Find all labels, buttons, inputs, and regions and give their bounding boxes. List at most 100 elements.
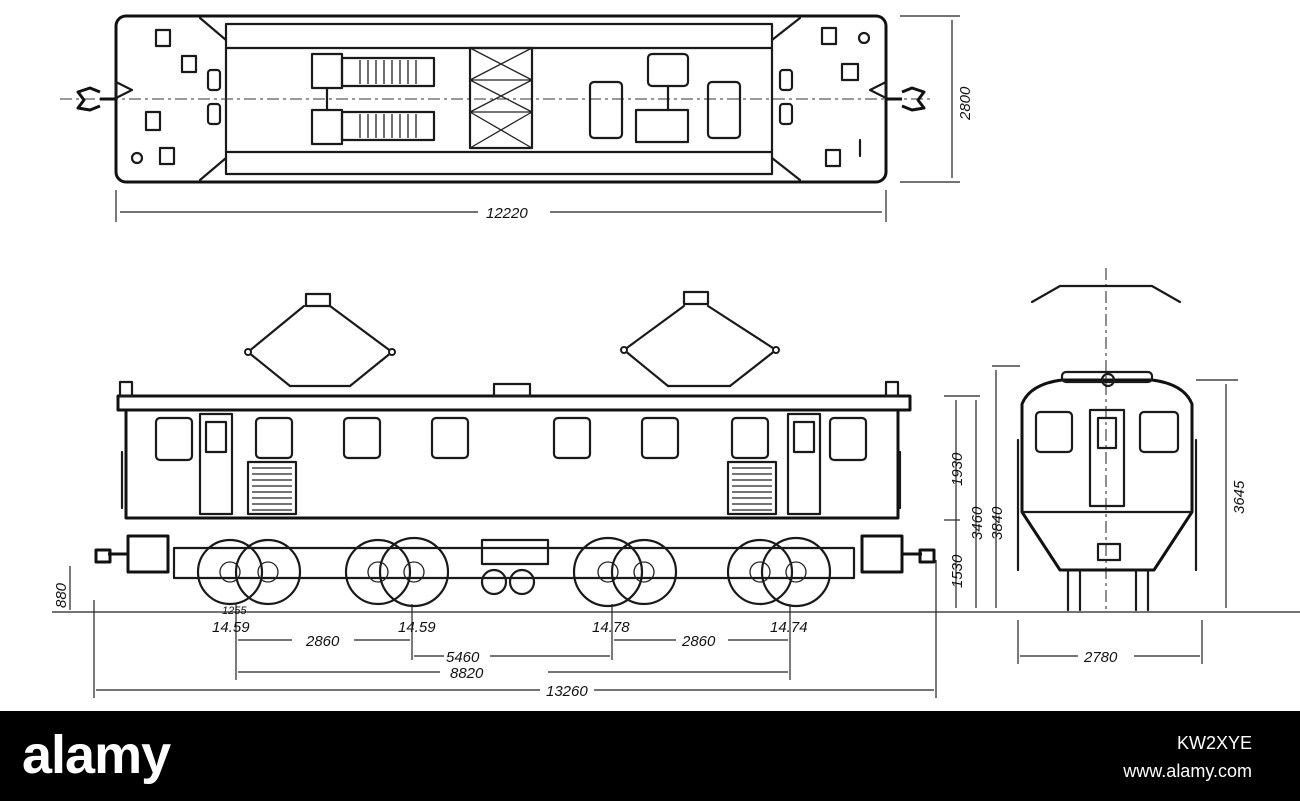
window xyxy=(552,416,592,460)
motor-ribs xyxy=(359,60,417,84)
dim-coupler-height: 880 xyxy=(53,582,70,608)
wheel xyxy=(344,538,412,606)
end-headlight xyxy=(1100,372,1116,388)
wheel xyxy=(760,536,832,608)
end-roof-detail xyxy=(1060,370,1154,384)
corner-line xyxy=(770,16,802,42)
end-pantograph xyxy=(1030,284,1182,304)
top-view: 12220 2800 xyxy=(60,14,974,222)
hatch xyxy=(840,62,860,82)
slot xyxy=(778,68,794,92)
dim-height-upper: 1930 xyxy=(949,452,966,486)
buffer-right xyxy=(902,548,936,564)
end-marker xyxy=(114,80,134,100)
equipment xyxy=(706,80,742,140)
motor xyxy=(340,110,436,142)
roof-end xyxy=(884,380,900,398)
dim-end-height-roof: 3645 xyxy=(1231,480,1248,514)
wheel xyxy=(572,536,644,608)
wheel xyxy=(234,538,302,606)
door xyxy=(786,412,822,516)
window xyxy=(730,416,770,460)
dim-end-height-pantograph: 3840 xyxy=(989,506,1006,540)
locomotive-drawing: 12220 2800 xyxy=(52,14,1300,700)
motor xyxy=(340,56,436,88)
end-marker xyxy=(868,80,888,100)
dim-length-over-buffers: 13260 xyxy=(546,683,588,700)
tank xyxy=(508,568,536,596)
image-id: KW2XYE xyxy=(1176,733,1252,753)
resistor-cross xyxy=(469,47,533,149)
dim-height-lower: 1530 xyxy=(949,554,966,588)
slot xyxy=(206,68,222,92)
window xyxy=(342,416,382,460)
tank xyxy=(480,568,508,596)
door xyxy=(198,412,234,516)
pantograph-right xyxy=(620,290,780,388)
roof-end xyxy=(118,380,134,398)
hatch xyxy=(158,146,176,166)
motor xyxy=(310,108,344,146)
window xyxy=(154,416,194,462)
louvre-slats xyxy=(732,467,772,511)
end-window xyxy=(1034,410,1074,454)
watermark-footer: alamy KW2XYE www.alamy.com xyxy=(0,711,1300,801)
end-door-window xyxy=(1096,416,1118,450)
end-door xyxy=(1088,408,1126,508)
window xyxy=(640,416,680,460)
brand-logo: alamy xyxy=(22,725,171,785)
corner-line xyxy=(198,156,228,182)
pilot-left xyxy=(126,534,170,574)
equipment xyxy=(588,80,624,140)
louvre xyxy=(246,460,298,516)
dim-bogie-centers: 5460 xyxy=(446,649,480,666)
dim-length-top: 12220 xyxy=(486,205,528,222)
hatch xyxy=(130,151,144,165)
drawing-svg: 12220 2800 xyxy=(52,14,1300,700)
buffer-left xyxy=(94,548,128,564)
resistor-box xyxy=(468,46,534,150)
door-window xyxy=(792,420,816,454)
side-view: 1930 3460 1530 880 1255 14.59 14.59 14.7… xyxy=(52,290,1300,700)
hatch xyxy=(154,28,172,48)
end-view: 3840 3645 2780 xyxy=(989,268,1248,666)
wheel xyxy=(726,538,794,606)
pantograph-left xyxy=(244,292,396,388)
end-coupler xyxy=(1096,542,1122,562)
handrail xyxy=(120,450,902,510)
battery-box xyxy=(480,538,550,566)
dim-axle-load-4: 14.74 xyxy=(770,619,808,636)
dim-wheelbase-left: 2860 xyxy=(305,633,340,650)
wheel xyxy=(196,538,264,606)
dim-axle-load-2: 14.59 xyxy=(398,619,436,636)
hatch xyxy=(824,148,842,168)
site-url: www.alamy.com xyxy=(1123,761,1252,781)
wheel xyxy=(610,538,678,606)
dim-axle-load-3: 14.78 xyxy=(592,619,630,636)
hatch xyxy=(820,26,838,46)
coupler-left xyxy=(76,86,116,112)
window xyxy=(254,416,294,460)
dim-axle-load-1: 14.59 xyxy=(212,619,250,636)
pilot-right xyxy=(860,534,904,574)
dim-width-top: 2800 xyxy=(957,86,974,121)
dim-wheel-note: 1255 xyxy=(222,605,247,617)
corner-line xyxy=(770,156,802,182)
roof-vent xyxy=(492,382,532,398)
end-window xyxy=(1138,410,1180,454)
hatch xyxy=(180,54,198,74)
end-wheels xyxy=(1066,568,1150,612)
hatch xyxy=(144,110,162,132)
window xyxy=(430,416,470,460)
slot xyxy=(206,102,222,126)
equipment xyxy=(646,52,690,88)
body xyxy=(124,408,900,520)
louvre-slats xyxy=(252,467,292,511)
roof xyxy=(116,394,912,412)
window xyxy=(828,416,868,462)
end-handrail xyxy=(1016,438,1198,572)
motor xyxy=(310,52,344,90)
bogie-frame xyxy=(172,546,856,580)
door-window xyxy=(204,420,228,454)
corner-line xyxy=(198,16,228,42)
